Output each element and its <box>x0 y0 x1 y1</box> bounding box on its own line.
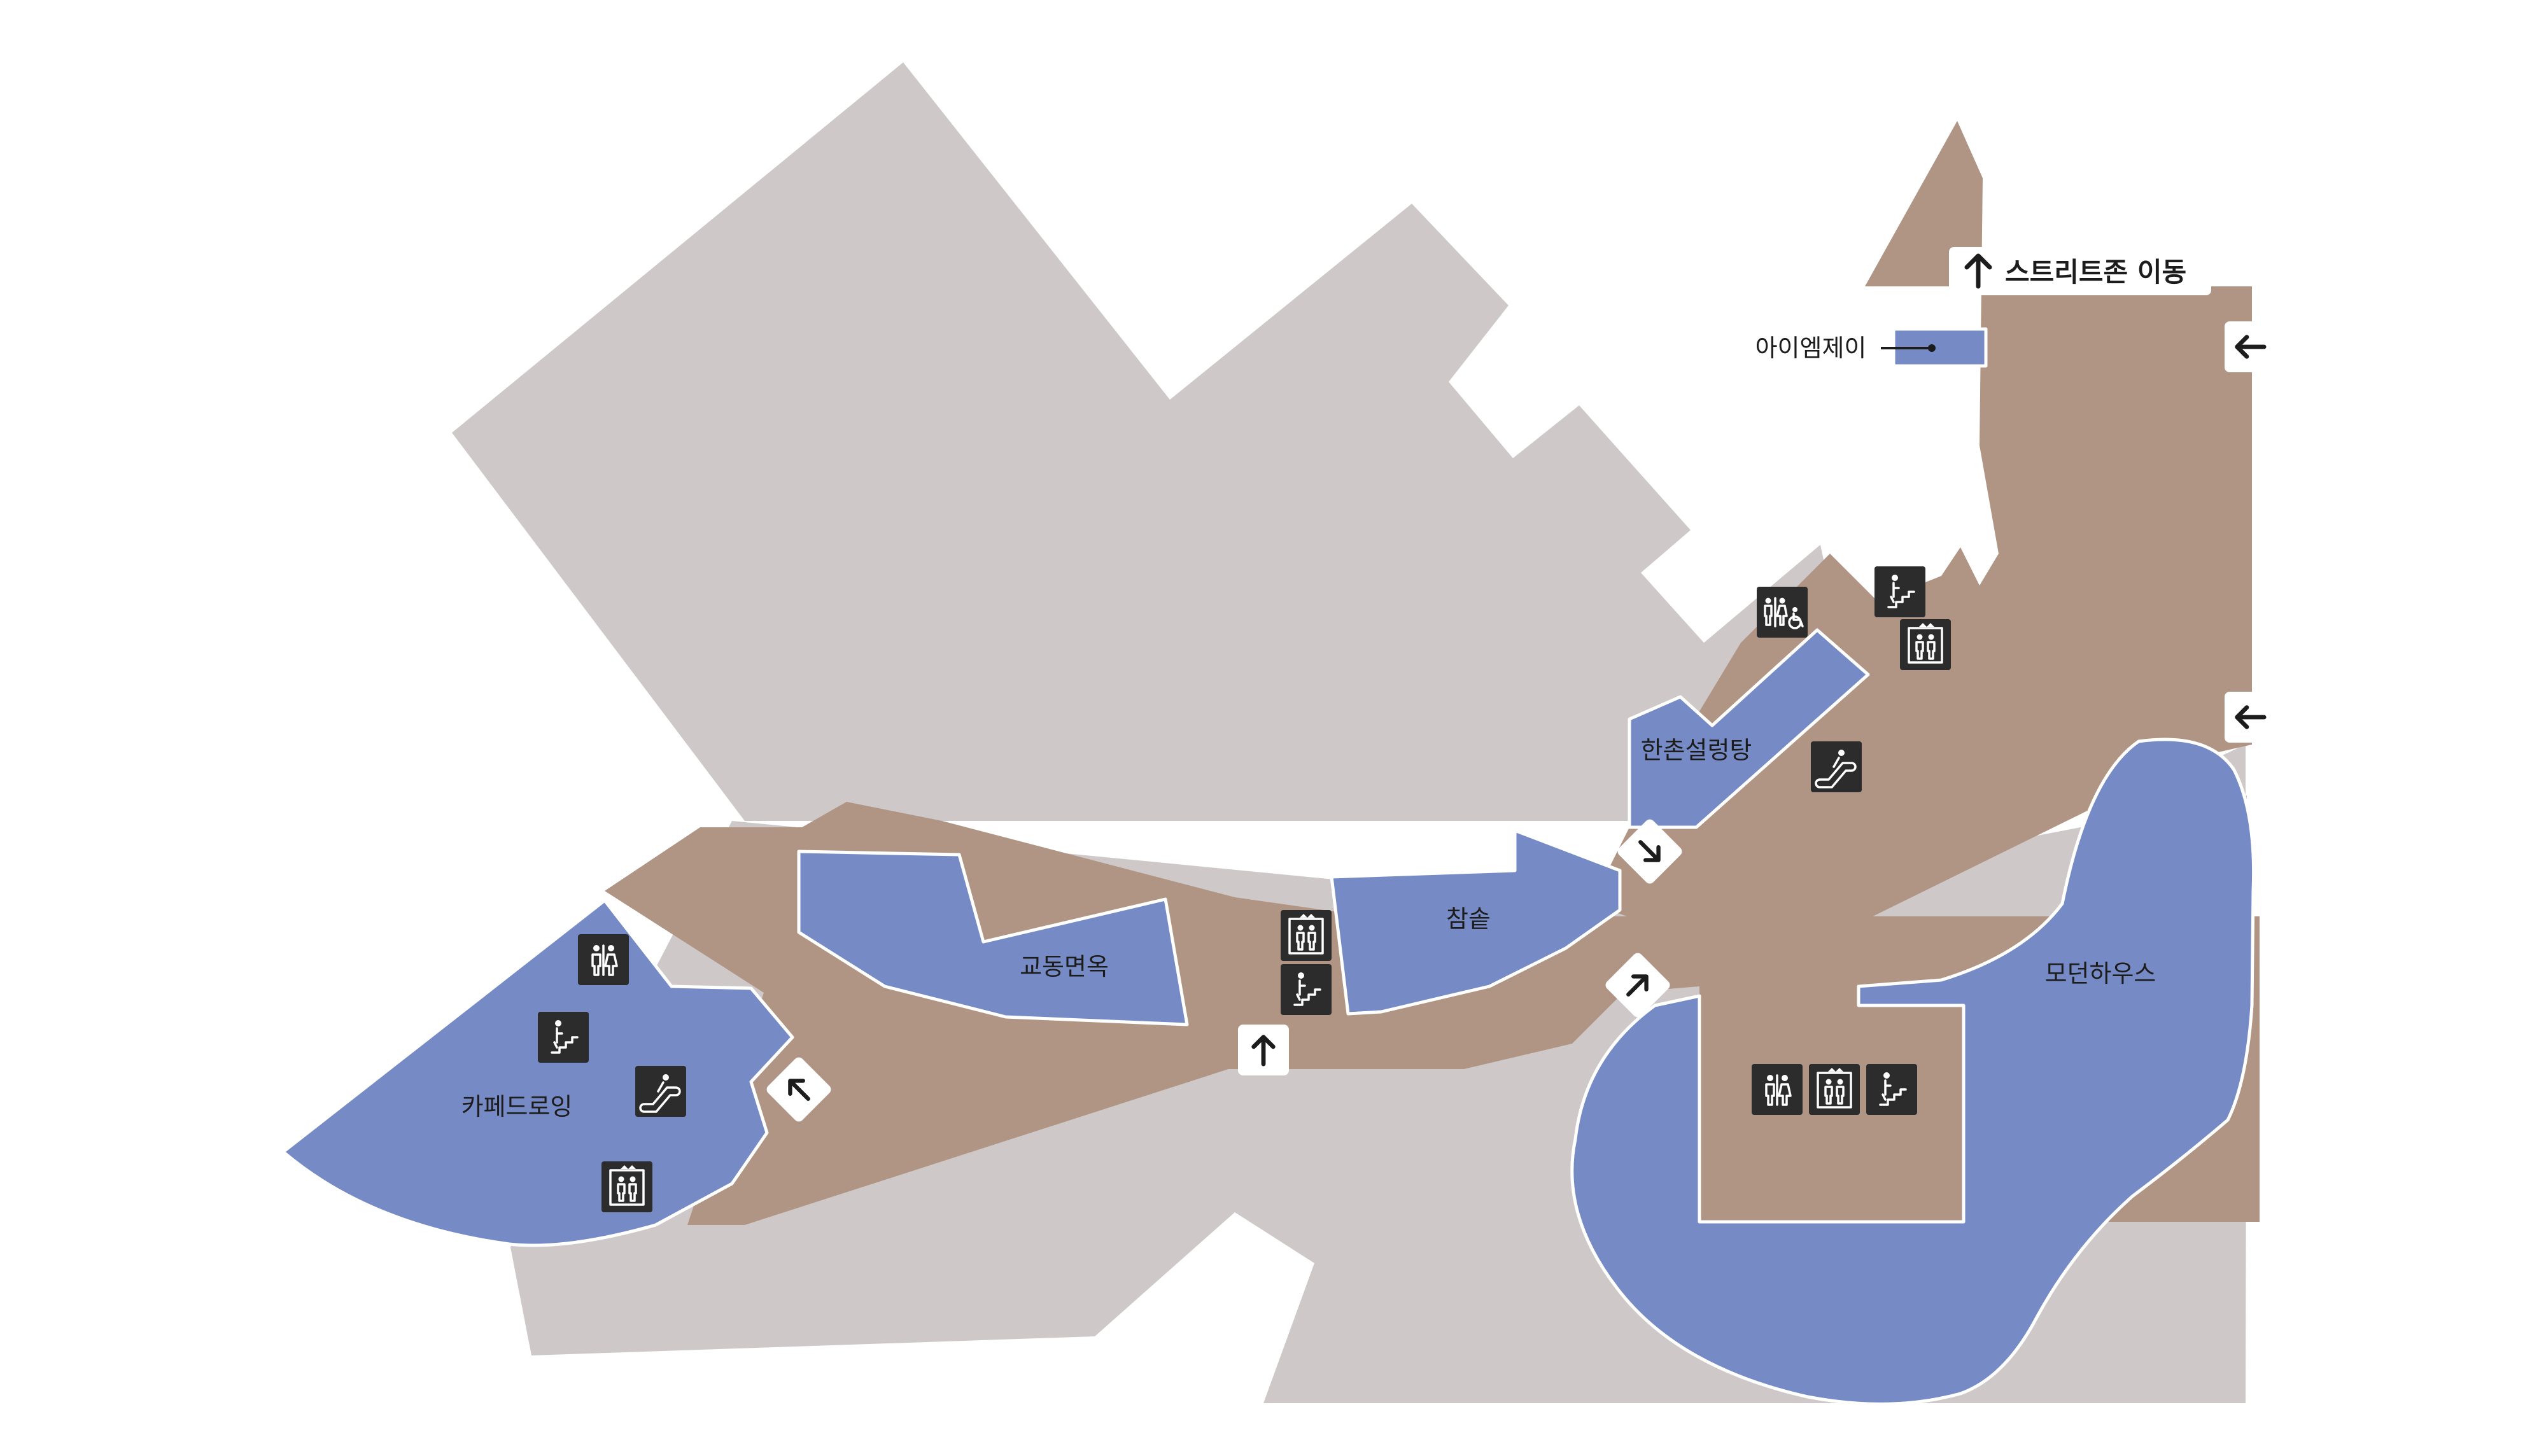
elevator-icon[interactable] <box>1809 1064 1860 1115</box>
escalator-icon[interactable] <box>635 1066 686 1117</box>
arrow-up-right-icon <box>1605 953 1670 1018</box>
exit-label: 스트리트존 이동 <box>2005 256 2186 288</box>
escalator-icon[interactable] <box>1811 741 1862 792</box>
arrow-up-icon <box>1964 253 1992 289</box>
store-label-cafe[interactable]: 카페드로잉 <box>461 1093 573 1121</box>
store-label-modern[interactable]: 모던하우스 <box>2045 960 2156 988</box>
store-labels: 아이엠제이 한촌설렁탕 교동면옥 참솥 모던하우스 카페드로잉 <box>461 334 2156 1121</box>
restroom-icon[interactable] <box>578 934 629 985</box>
exit-banner-plate <box>1949 247 2211 295</box>
iamj-leader-dot <box>1928 344 1936 352</box>
stairs-icon[interactable] <box>1866 1064 1917 1115</box>
store-cafe-unit[interactable] <box>281 899 794 1247</box>
arrow-up-left-icon <box>766 1057 831 1122</box>
store-label-gyodong[interactable]: 교동면옥 <box>1020 953 1109 981</box>
arrow-left-icon <box>2225 692 2275 743</box>
street-zone-exit[interactable]: 스트리트존 이동 <box>1949 247 2211 295</box>
elevator-icon[interactable] <box>1281 910 1332 961</box>
store-label-iamj[interactable]: 아이엠제이 <box>1755 334 1867 362</box>
accessible-restroom-icon[interactable] <box>1757 587 1808 638</box>
store-label-chamsol[interactable]: 참솥 <box>1446 905 1491 933</box>
store-modern-unit[interactable] <box>1570 738 2256 1406</box>
arrow-down-right-icon <box>1617 819 1682 884</box>
store-units <box>281 327 2256 1406</box>
arrow-up-icon <box>1238 1025 1289 1075</box>
restroom-icon[interactable] <box>1752 1064 1803 1115</box>
stairs-icon[interactable] <box>1874 566 1925 617</box>
elevator-icon[interactable] <box>1900 619 1951 670</box>
direction-arrows <box>766 321 2275 1122</box>
stairs-icon[interactable] <box>538 1012 589 1063</box>
elevator-icon[interactable] <box>601 1161 652 1212</box>
arrow-left-icon <box>2225 321 2275 372</box>
store-gyodong-unit[interactable] <box>797 850 1189 1026</box>
stairs-icon[interactable] <box>1281 964 1332 1015</box>
store-iamj-unit[interactable] <box>1892 327 1988 368</box>
store-chamsol-unit[interactable] <box>1330 829 1622 1016</box>
store-label-hanchon[interactable]: 한촌설렁탕 <box>1641 736 1752 764</box>
